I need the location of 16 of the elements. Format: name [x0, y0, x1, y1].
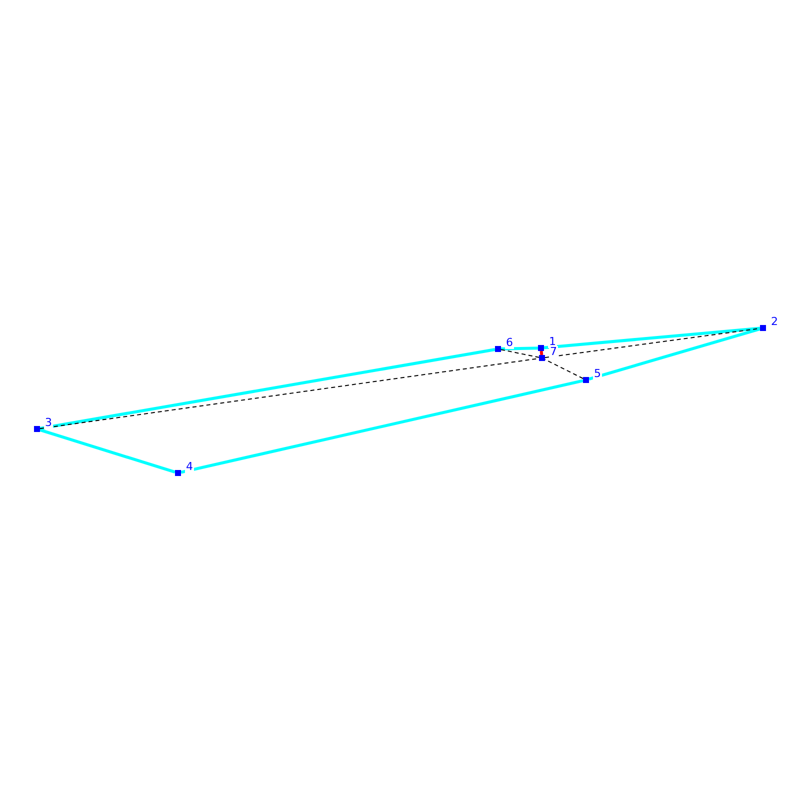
point-label: 1 [548, 336, 557, 348]
connector-line [588, 327, 760, 381]
connector-line [180, 379, 584, 474]
point-label: 2 [770, 316, 779, 328]
connector-line [540, 350, 544, 356]
connector-line [500, 346, 538, 350]
point-label: 7 [549, 346, 558, 358]
connector-line [500, 349, 540, 358]
point-label: 5 [593, 368, 602, 380]
point-label: 3 [44, 417, 53, 429]
connector-line [40, 428, 176, 474]
connector-line [40, 348, 496, 430]
connector-line [544, 359, 584, 379]
point-label: 4 [185, 461, 194, 473]
point-label: 6 [505, 337, 514, 349]
connector-line [544, 326, 760, 350]
